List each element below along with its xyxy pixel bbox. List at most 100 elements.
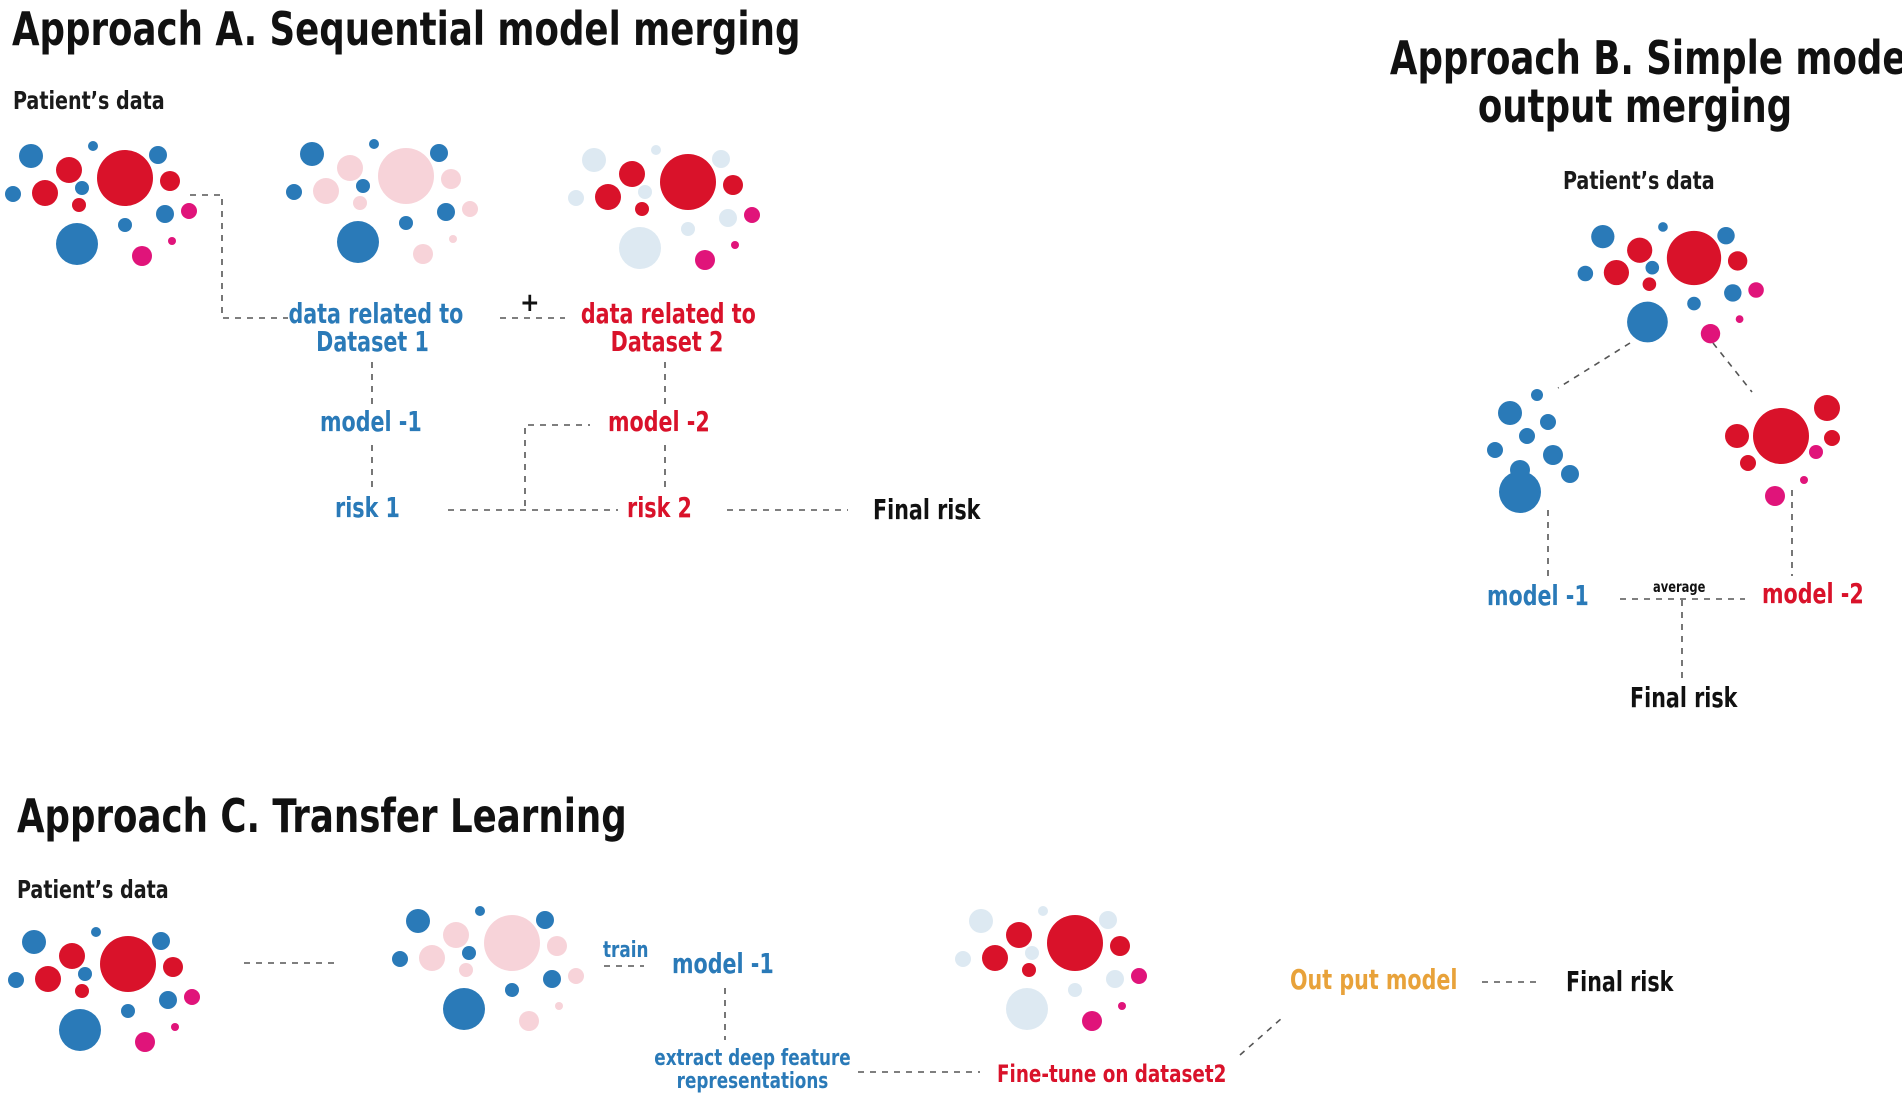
approach-a-dataset2-cluster-dot-4 bbox=[595, 184, 621, 210]
approach-a-dataset2-cluster-dot-9 bbox=[712, 150, 730, 168]
approach-a-patient-cluster-dot-15 bbox=[168, 237, 176, 245]
approach-c-dataset1-cluster-dot-16 bbox=[443, 988, 485, 1030]
approach-c-patient-cluster-dot-10 bbox=[163, 957, 183, 977]
approach-a-dataset1-label: data related to Dataset 1 bbox=[288, 297, 464, 358]
approach-b-patient-cluster-dot-1 bbox=[1666, 230, 1722, 286]
approach-a-dataset2-cluster-dot-15 bbox=[731, 241, 739, 249]
approach-c-patient-cluster-dot-12 bbox=[184, 989, 200, 1005]
approach-a-patient-cluster-dot-7 bbox=[72, 198, 86, 212]
approach-c-dataset1-cluster-dot-15 bbox=[555, 1002, 563, 1010]
approach-a-dataset2-cluster bbox=[568, 145, 760, 270]
approach-a-dataset1-cluster-dot-14 bbox=[413, 244, 433, 264]
approach-b-model1-cluster-dot-4 bbox=[1519, 428, 1535, 444]
approach-a-dataset1-cluster-dot-8 bbox=[369, 139, 379, 149]
approach-c-patient-cluster-dot-4 bbox=[35, 966, 61, 992]
approach-b-patient-cluster-dot-14 bbox=[1700, 323, 1721, 344]
approach-a-patient-label: Patient’s data bbox=[13, 86, 165, 115]
approach-c-patient-cluster bbox=[8, 927, 200, 1052]
approach-c-dataset1-cluster-dot-3 bbox=[406, 909, 430, 933]
approach-b-patient-cluster-dot-7 bbox=[1642, 277, 1657, 291]
approach-c-dataset1-cluster-dot-7 bbox=[459, 963, 473, 977]
approach-a-dataset1-cluster-dot-9 bbox=[430, 144, 448, 162]
approach-b-patient-cluster-dot-4 bbox=[1603, 259, 1630, 286]
approach-c-extract-label: extract deep feature representations bbox=[654, 1046, 851, 1095]
approach-c-dataset2-cluster bbox=[955, 906, 1147, 1031]
approach-a-patient-cluster-dot-2 bbox=[56, 157, 82, 183]
approach-b-patient-cluster-dot-6 bbox=[1645, 260, 1660, 275]
approach-c-dataset1-cluster-dot-9 bbox=[536, 911, 554, 929]
approach-b-patient-cluster-dot-3 bbox=[1591, 225, 1615, 249]
approach-c-dataset2-cluster-dot-12 bbox=[1131, 968, 1147, 984]
approach-c-patient-cluster-dot-1 bbox=[100, 936, 156, 992]
approach-c-dataset2-cluster-dot-8 bbox=[1038, 906, 1048, 916]
approach-c-final-risk-label: Final risk bbox=[1566, 965, 1674, 998]
approach-a-model2-label: model -2 bbox=[608, 405, 710, 438]
approach-b-model2-cluster-dot-8 bbox=[1800, 476, 1808, 484]
approach-c-dataset2-cluster-dot-3 bbox=[969, 909, 993, 933]
approach-c-dataset1-cluster-dot-1 bbox=[484, 915, 540, 971]
approach-b-patient-cluster bbox=[1577, 222, 1764, 344]
approach-a-dataset2-cluster-dot-14 bbox=[695, 250, 715, 270]
approach-a-dataset2-cluster-dot-3 bbox=[582, 148, 606, 172]
approach-a-patient-cluster-dot-10 bbox=[160, 171, 180, 191]
approach-a-dataset1-cluster-dot-15 bbox=[449, 235, 457, 243]
approach-c-dataset2-cluster-dot-15 bbox=[1118, 1002, 1126, 1010]
approach-a-patient-cluster-dot-8 bbox=[88, 141, 98, 151]
approach-b-patient-cluster-dot-2 bbox=[1627, 237, 1653, 263]
approach-c-patient-cluster-dot-8 bbox=[91, 927, 101, 937]
approach-a-dataset2-cluster-dot-10 bbox=[723, 175, 743, 195]
approach-c-patient-cluster-dot-13 bbox=[121, 1004, 135, 1018]
approach-b-model1-cluster-dot-1 bbox=[1498, 401, 1522, 425]
approach-a-dataset2-cluster-dot-7 bbox=[635, 202, 649, 216]
approach-a-patient-cluster-dot-3 bbox=[19, 144, 43, 168]
approach-b-model2-cluster-dot-5 bbox=[1740, 455, 1756, 471]
approach-b-patient-cluster-dot-5 bbox=[1577, 265, 1594, 282]
approach-a-risk1-label: risk 1 bbox=[335, 491, 400, 524]
approach-c-dataset2-cluster-dot-9 bbox=[1099, 911, 1117, 929]
approach-b-model2-cluster-dot-3 bbox=[1824, 430, 1840, 446]
approach-c-dataset2-cluster-dot-1 bbox=[1047, 915, 1103, 971]
approach-c-dataset1-cluster bbox=[392, 906, 584, 1031]
approach-a-dataset1-cluster-dot-7 bbox=[353, 196, 367, 210]
approach-a-patient-cluster-dot-6 bbox=[75, 181, 89, 195]
approach-a-patient-cluster-dot-1 bbox=[97, 150, 153, 206]
approach-b-model1-cluster-dot-9 bbox=[1499, 471, 1541, 513]
approach-a-dataset2-cluster-dot-12 bbox=[744, 207, 760, 223]
approach-a-model1-label: model -1 bbox=[320, 405, 422, 438]
approach-a-patient-cluster-dot-4 bbox=[32, 180, 58, 206]
approach-b-final-risk-label: Final risk bbox=[1630, 681, 1738, 714]
approach-b-model2-cluster-dot-4 bbox=[1725, 424, 1749, 448]
approach-b-patient-cluster-dot-9 bbox=[1717, 226, 1735, 245]
approach-a-dataset2-cluster-dot-1 bbox=[660, 154, 716, 210]
approach-b-patient-cluster-dot-10 bbox=[1727, 251, 1748, 271]
approach-a-dataset2-cluster-dot-5 bbox=[568, 190, 584, 206]
approach-c-dataset2-cluster-dot-7 bbox=[1022, 963, 1036, 977]
approach-a-dataset2-cluster-dot-16 bbox=[619, 227, 661, 269]
approach-c-dataset2-cluster-dot-16 bbox=[1006, 988, 1048, 1030]
approach-a-dataset1-cluster-dot-6 bbox=[356, 179, 370, 193]
approach-c-patient-cluster-dot-5 bbox=[8, 972, 24, 988]
approach-b-patient-cluster-dot-16 bbox=[1627, 301, 1668, 343]
approach-c-dataset2-cluster-dot-5 bbox=[955, 951, 971, 967]
approach-b-model2-label: model -2 bbox=[1762, 577, 1864, 610]
patient-data-dot-clusters bbox=[5, 139, 1840, 1052]
approach-b-average-label: average bbox=[1653, 578, 1706, 596]
approach-b-model2-cluster-dot-7 bbox=[1765, 486, 1785, 506]
approach-a-dataset2-cluster-dot-8 bbox=[651, 145, 661, 155]
approach-c-patient-cluster-dot-15 bbox=[171, 1023, 179, 1031]
approach-c-patient-cluster-dot-14 bbox=[135, 1032, 155, 1052]
approach-a-patient-cluster-dot-16 bbox=[56, 223, 98, 265]
approach-a-dataset1-cluster-dot-1 bbox=[378, 148, 434, 204]
approach-b-model2-cluster-dot-6 bbox=[1809, 445, 1823, 459]
approach-c-dataset1-cluster-dot-14 bbox=[519, 1011, 539, 1031]
approach-c-model1-label: model -1 bbox=[672, 947, 774, 980]
approach-a-dataset1-cluster-dot-10 bbox=[441, 169, 461, 189]
approach-b-model2-cluster bbox=[1725, 395, 1840, 506]
approach-a-patient-cluster-dot-13 bbox=[118, 218, 132, 232]
approach-b-patient-cluster-dot-12 bbox=[1748, 282, 1764, 298]
connector-a-patient-to-dataset1 bbox=[190, 194, 288, 319]
approach-a-patient-cluster bbox=[5, 141, 197, 266]
approach-c-dataset1-cluster-dot-5 bbox=[392, 951, 408, 967]
approach-b-patient-cluster-dot-11 bbox=[1724, 284, 1742, 302]
